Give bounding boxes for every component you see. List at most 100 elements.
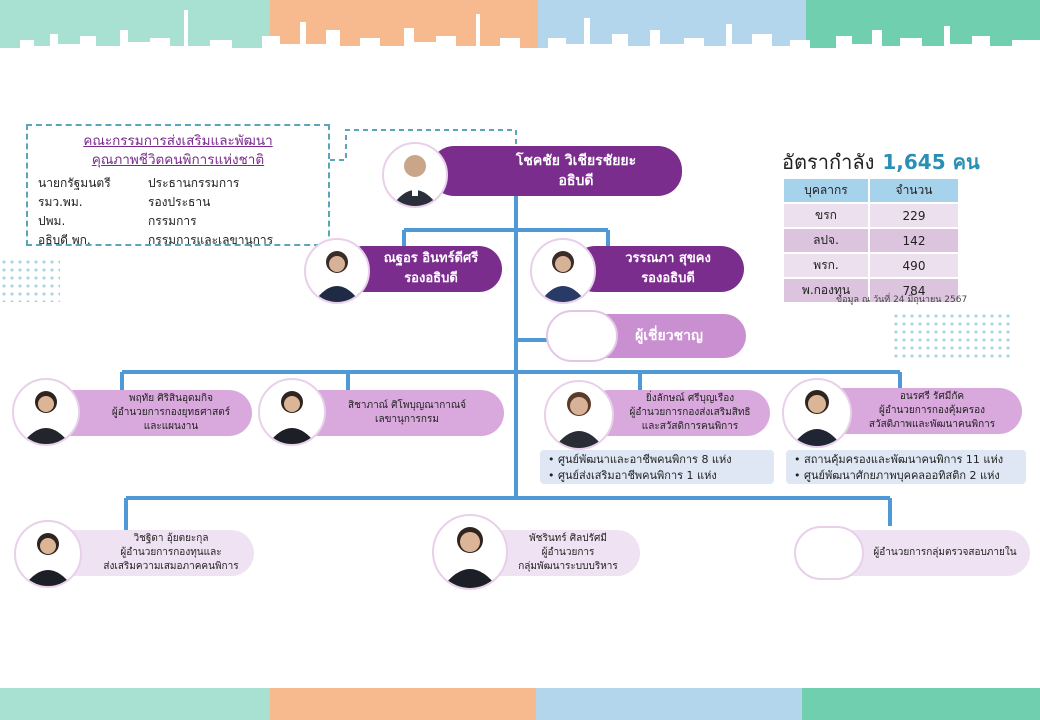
stats-key: ขรก: [784, 204, 868, 227]
person-icon: [392, 155, 438, 206]
audit-line-1: ผู้อำนวยการกลุ่มตรวจสอบภายใน: [873, 547, 1017, 558]
deputy-2-box: วรรณภา สุขคง รองอธิบดี: [572, 246, 744, 292]
stats-value: 229: [870, 204, 958, 227]
rights-welfare-box: ยิ่งลักษณ์ ศรีบุญเรือง ผู้อำนวยการกองส่ง…: [586, 390, 770, 436]
rights-welfare-line-1: ผู้อำนวยการกองส่งเสริมสิทธิ: [629, 407, 751, 418]
person-icon: [24, 533, 72, 586]
expert-photo-placeholder: [546, 310, 618, 362]
committee-row: รมว.พม. รองประธาน: [38, 193, 273, 212]
stats-header-row: บุคลากรจำนวน: [784, 179, 958, 202]
committee-box: คณะกรรมการส่งเสริมและพัฒนา คุณภาพชีวิตคน…: [26, 124, 330, 247]
secretary-box: สิชาภาณ์ ศิโพบุญณากาณจ์ เลขานุการกรม: [296, 390, 504, 436]
committee-title-line-2: คุณภาพชีวิตคนพิการแห่งชาติ: [91, 152, 265, 168]
committee-row: อธิบดี พก. กรรมการและเลขานุการ: [38, 231, 273, 250]
division-strategy-photo: [12, 378, 80, 446]
deputy-2-photo: [530, 238, 596, 304]
person-icon: [554, 392, 604, 448]
division-strategy-line-2: และแผนงาน: [143, 421, 199, 432]
protection-box: อนรศรี รัศมีกัค ผู้อำนวยการกองคุ้มครอง ส…: [820, 388, 1022, 434]
committee-role: รมว.พม.: [38, 195, 83, 209]
protection-name: อนรศรี รัศมีกัค: [899, 391, 965, 402]
committee-row: ปพม. กรรมการ: [38, 212, 273, 231]
footer-banner: [0, 688, 1040, 720]
committee-position: รองประธาน: [148, 195, 211, 209]
centers-list-item: • สถานคุ้มครองและพัฒนาคนพิการ 11 แห่ง: [794, 453, 1004, 466]
fund-equality-line-1: ผู้อำนวยการกองทุนและ: [120, 547, 222, 558]
footer-segment-mint: [0, 688, 270, 720]
person-icon: [314, 251, 360, 302]
protection-line-2: สวัสดิภาพและพัฒนาคนพิการ: [868, 419, 996, 430]
person-icon: [792, 390, 842, 446]
decor-dots-left: [0, 258, 60, 302]
secretary-name: สิชาภาณ์ ศิโพบุญณากาณจ์: [347, 400, 467, 411]
admin-dev-line-2: กลุ่มพัฒนาระบบบริหาร: [518, 561, 618, 572]
footer-segment-green: [802, 688, 1040, 720]
committee-position: กรรมการและเลขานุการ: [148, 233, 274, 247]
stats-header-count: จำนวน: [870, 179, 958, 202]
admin-dev-name: พัชรินทร์ ศิลปรัศมี: [529, 533, 607, 544]
centers-list-item: • ศูนย์พัฒนาและอาชีพคนพิการ 8 แห่ง: [548, 453, 732, 466]
stats-key: ลปจ.: [784, 229, 868, 252]
committee-title-line-1: คณะกรรมการส่งเสริมและพัฒนา: [83, 133, 273, 149]
deputy-2-name: วรรณภา สุขคง: [625, 251, 711, 266]
stats-title: อัตรากำลัง 1,645 คน: [782, 146, 980, 178]
director-name: โชคชัย วิเชียรชัยยะ: [515, 153, 637, 169]
director-photo: [382, 142, 448, 208]
deputy-2-title: รองอธิบดี: [641, 271, 695, 286]
admin-dev-photo: [432, 514, 508, 590]
secretary-photo: [258, 378, 326, 446]
committee-row: นายกรัฐมนตรี ประธานกรรมการ: [38, 174, 273, 193]
division-strategy-box: พฤทัย ศิริสินอุดมกิจ ผู้อำนวยการกองยุทธศ…: [50, 390, 252, 436]
committee-role: นายกรัฐมนตรี: [38, 176, 111, 190]
fund-equality-line-2: ส่งเสริมความเสมอภาคคนพิการ: [103, 561, 239, 572]
admin-dev-line-1: ผู้อำนวยการ: [541, 547, 595, 558]
person-icon: [22, 391, 70, 444]
header-banner: [0, 0, 1040, 64]
committee-role: อธิบดี พก.: [38, 233, 91, 247]
director-box: โชคชัย วิเชียรชัยยะ อธิบดี: [430, 146, 682, 196]
person-icon: [540, 251, 586, 302]
stats-note: ข้อมูล ณ วันที่ 24 มิถุนายน 2567: [836, 295, 968, 305]
fund-equality-name: วิชฐิดา อุ้ยตยะกุล: [133, 533, 209, 544]
committee-role: ปพม.: [38, 214, 66, 228]
person-icon: [268, 391, 316, 444]
secretary-line-1: เลขานุการกรม: [375, 414, 439, 425]
decor-dots-right: [892, 312, 1012, 360]
fund-equality-photo: [14, 520, 82, 588]
stats-row: ลปจ.142: [784, 229, 958, 252]
division-strategy-line-1: ผู้อำนวยการกองยุทธศาสตร์: [111, 407, 231, 418]
expert-title: ผู้เชี่ยวชาญ: [635, 328, 703, 344]
centers-list-item: • ศูนย์ส่งเสริมอาชีพคนพิการ 1 แห่ง: [548, 469, 717, 482]
protection-line-1: ผู้อำนวยการกองคุ้มครอง: [878, 405, 985, 416]
deputy-1-name: ณฐอร อินทร์ดีศรี: [383, 251, 479, 266]
deputy-1-title: รองอธิบดี: [404, 271, 458, 286]
stats-value: 142: [870, 229, 958, 252]
skyline-graphic: [0, 10, 1040, 64]
director-title: อธิบดี: [558, 173, 594, 189]
stats-total: 1,645 คน: [882, 150, 980, 174]
audit-photo-placeholder: [794, 526, 864, 580]
stats-value: 490: [870, 254, 958, 277]
protection-photo: [782, 378, 852, 448]
person-icon: [442, 527, 498, 588]
committee-members: นายกรัฐมนตรี ประธานกรรมการ รมว.พม. รองประธ…: [38, 174, 273, 250]
centers-list-item: • ศูนย์พัฒนาศักยภาพบุคคลออทิสติก 2 แห่ง: [794, 469, 1000, 482]
fund-equality-box: วิชฐิดา อุ้ยตยะกุล ผู้อำนวยการกองทุนและ …: [48, 530, 254, 576]
stats-key: พรก.: [784, 254, 868, 277]
stats-header-personnel: บุคลากร: [784, 179, 868, 202]
centers-list-1: • ศูนย์พัฒนาและอาชีพคนพิการ 8 แห่ง • ศูน…: [540, 450, 774, 484]
stats-row: พรก.490: [784, 254, 958, 277]
stats-value: 784: [870, 279, 958, 302]
stats-key: พ.กองทุน: [784, 279, 868, 302]
rights-welfare-photo: [544, 380, 614, 450]
committee-position: ประธานกรรมการ: [148, 176, 240, 190]
committee-position: กรรมการ: [148, 214, 197, 228]
stats-label: อัตรากำลัง: [782, 150, 875, 174]
centers-list-2: • สถานคุ้มครองและพัฒนาคนพิการ 11 แห่ง • …: [786, 450, 1026, 484]
deputy-1-photo: [304, 238, 370, 304]
footer-segment-blue: [536, 688, 802, 720]
